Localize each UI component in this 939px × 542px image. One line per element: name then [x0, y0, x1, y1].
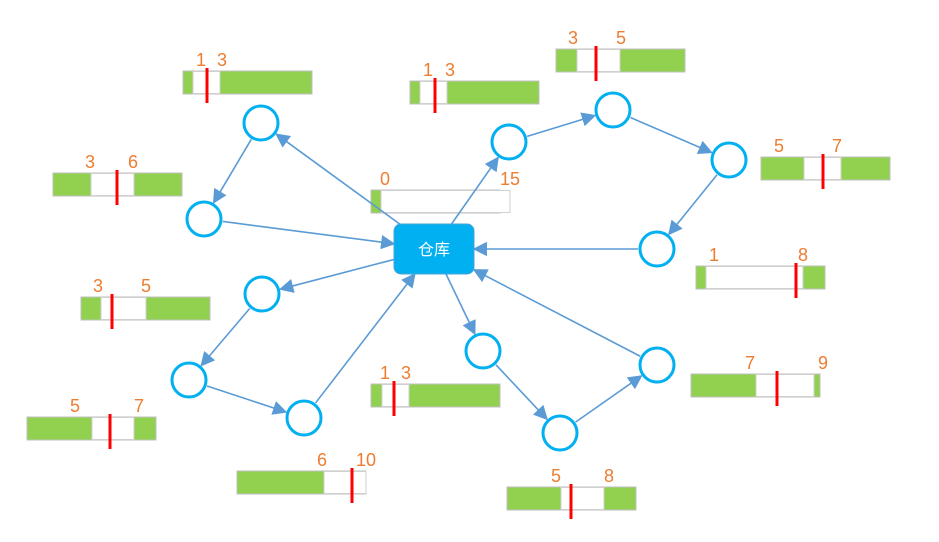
customer-node-B[interactable]	[185, 200, 223, 238]
customer-node-H[interactable]	[170, 361, 208, 399]
window-start-label: 5	[551, 466, 561, 486]
window-start-label: 3	[568, 28, 578, 48]
window-end-label: 5	[616, 28, 626, 48]
route-edge-depot-C	[450, 156, 499, 225]
customer-node-D[interactable]	[594, 91, 632, 129]
window-start-label: 7	[745, 353, 755, 373]
window-end-label: 8	[604, 466, 614, 486]
time-window-open-segment	[576, 49, 621, 72]
window-start-label: 5	[774, 136, 784, 156]
window-end-label: 3	[217, 50, 227, 70]
customer-node-L[interactable]	[638, 346, 676, 384]
route-edge-J-K	[495, 364, 548, 421]
window-end-label: 9	[818, 353, 828, 373]
route-edge-I-depot	[314, 272, 416, 404]
time-window-open-segment	[323, 471, 367, 494]
window-end-label: 3	[445, 60, 455, 80]
route-edge-depot-G	[278, 258, 395, 293]
time-window-open-segment	[91, 417, 135, 440]
route-edge-C-D	[526, 112, 597, 138]
time-window-open-segment	[755, 374, 815, 397]
window-start-label: 3	[85, 152, 95, 172]
route-edge-D-E	[630, 116, 713, 154]
window-end-label: 7	[832, 136, 842, 156]
time-window-open-segment	[380, 190, 511, 213]
window-start-label: 1	[380, 363, 390, 383]
customer-node-G[interactable]	[243, 275, 281, 313]
route-edge-depot-A	[275, 133, 401, 225]
window-end-label: 6	[128, 152, 138, 172]
window-start-label: 3	[93, 276, 103, 296]
customer-node-I[interactable]	[285, 399, 323, 437]
time-window-open-segment	[705, 266, 804, 289]
window-start-label: 5	[70, 396, 80, 416]
window-end-label: 10	[356, 450, 376, 470]
window-start-label: 6	[317, 450, 327, 470]
route-edge-K-L	[575, 375, 643, 423]
window-start-label: 1	[196, 50, 206, 70]
window-end-label: 7	[134, 396, 144, 416]
route-edge-E-F	[668, 174, 718, 236]
depot-label: 仓库	[418, 240, 450, 259]
time-window-depot: 0 15	[370, 169, 520, 214]
customer-node-J[interactable]	[464, 332, 502, 370]
route-edge-A-B	[212, 138, 252, 204]
depot-node[interactable]: 仓库	[393, 223, 475, 275]
route-edge-H-I	[206, 385, 288, 415]
window-end-label: 8	[798, 245, 808, 265]
customer-node-E[interactable]	[710, 141, 748, 179]
customer-node-C[interactable]	[490, 123, 528, 161]
window-start-label: 1	[709, 245, 719, 265]
window-end-label: 15	[500, 169, 520, 189]
time-window-open-segment	[90, 173, 135, 196]
customer-node-K[interactable]	[541, 414, 579, 452]
customer-node-F[interactable]	[638, 230, 676, 268]
time-window-open-segment	[560, 487, 605, 510]
route-edge-G-H	[200, 307, 251, 367]
route-edge-depot-J	[445, 273, 476, 336]
window-start-label: 0	[380, 169, 390, 189]
route-edge-L-depot	[472, 269, 641, 357]
time-window-w10: 6 10	[236, 450, 376, 503]
time-window-open-segment	[100, 297, 147, 320]
route-edge-B-depot	[222, 220, 396, 250]
window-end-label: 5	[141, 276, 151, 296]
customer-node-A[interactable]	[242, 104, 280, 142]
window-start-label: 1	[423, 60, 433, 80]
window-end-label: 3	[401, 363, 411, 383]
